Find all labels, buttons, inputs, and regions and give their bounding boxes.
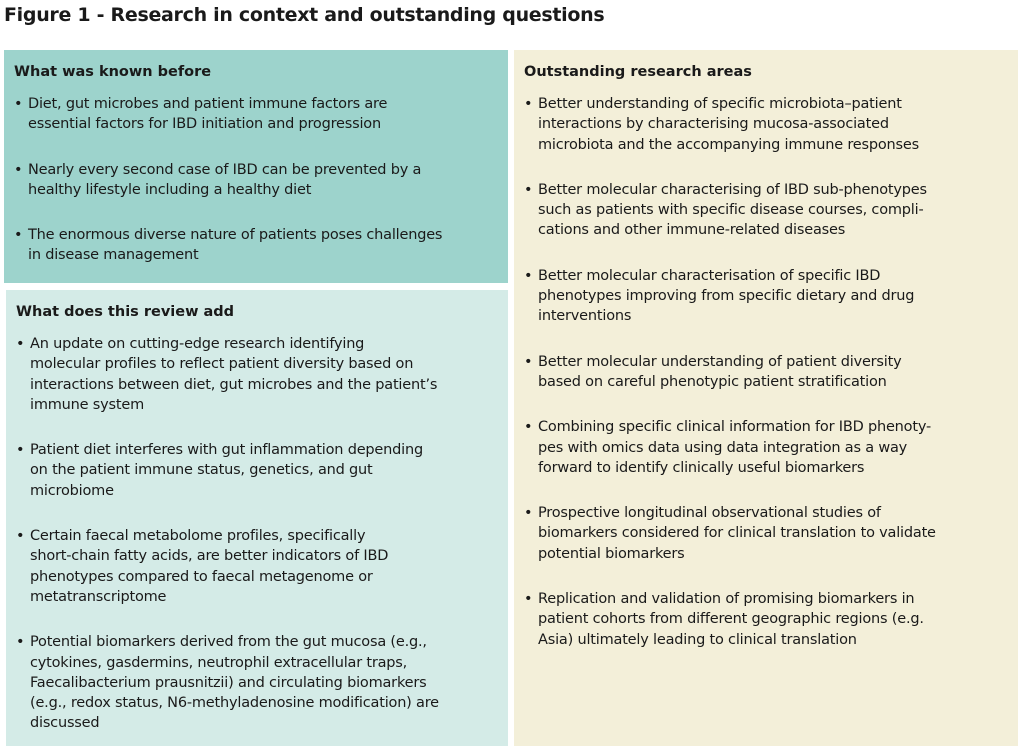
list-item-text: The enormous diverse nature of patients … bbox=[28, 227, 443, 264]
list-item: • Better understanding of specific microb… bbox=[522, 94, 1010, 155]
bullet-icon: • bbox=[14, 227, 23, 244]
list-item-text: Combining specific clinical information … bbox=[538, 419, 931, 476]
list-item: • Better molecular understanding of patie… bbox=[522, 352, 1010, 393]
bullet-icon: • bbox=[16, 336, 25, 352]
list-item: • Patient diet interferes with gut inflam… bbox=[14, 440, 500, 501]
list-item: • Prospective longitudinal observational … bbox=[522, 503, 1010, 564]
list-item: • The enormous diverse nature of patients… bbox=[12, 225, 500, 266]
list-item-text: Nearly every second case of IBD can be p… bbox=[28, 161, 422, 198]
bullet-icon: • bbox=[524, 419, 533, 436]
list-item: • Combining specific clinical information… bbox=[522, 417, 1010, 478]
figure-title: Figure 1 - Research in context and outst… bbox=[4, 4, 605, 26]
list-item-text: Diet, gut microbes and patient immune fa… bbox=[28, 96, 388, 133]
panel-heading: Outstanding research areas bbox=[524, 64, 752, 80]
list-item-text: Better molecular understanding of patien… bbox=[538, 353, 902, 390]
review-adds-panel: What does this review add • An update on … bbox=[6, 290, 508, 746]
bullet-list: • An update on cutting-edge research iden… bbox=[14, 334, 500, 734]
list-item: • Certain faecal metabolome profiles, spe… bbox=[14, 526, 500, 607]
list-item-text: Better understanding of specific microbi… bbox=[538, 96, 919, 153]
known-before-panel: What was known before • Diet, gut microbe… bbox=[4, 50, 508, 283]
list-item-text: Better molecular characterisation of spe… bbox=[538, 267, 915, 325]
bullet-icon: • bbox=[524, 267, 533, 284]
list-item: • Better molecular characterisation of sp… bbox=[522, 266, 1010, 327]
list-item: • Nearly every second case of IBD can be … bbox=[12, 160, 500, 201]
list-item: • Better molecular characterising of IBD … bbox=[522, 180, 1010, 241]
list-item-text: Prospective longitudinal observational s… bbox=[538, 505, 936, 562]
bullet-list: • Better understanding of specific microb… bbox=[522, 94, 1010, 650]
list-item-text: An update on cutting-edge research ident… bbox=[30, 336, 438, 413]
list-item-text: Potential biomarkers derived from the gu… bbox=[30, 634, 439, 732]
list-item: • Replication and validation of promising… bbox=[522, 589, 1010, 650]
list-item: • Potential biomarkers derived from the g… bbox=[14, 632, 500, 733]
outstanding-areas-panel: Outstanding research areas • Better under… bbox=[514, 50, 1018, 746]
bullet-icon: • bbox=[16, 634, 25, 651]
bullet-icon: • bbox=[524, 96, 533, 112]
bullet-list: • Diet, gut microbes and patient immune f… bbox=[12, 94, 500, 266]
panel-heading: What does this review add bbox=[16, 304, 235, 320]
bullet-icon: • bbox=[524, 181, 533, 198]
bullet-icon: • bbox=[16, 528, 25, 545]
bullet-icon: • bbox=[16, 442, 25, 459]
bullet-icon: • bbox=[14, 161, 23, 178]
bullet-icon: • bbox=[14, 96, 23, 112]
bullet-icon: • bbox=[524, 591, 533, 608]
list-item-text: Replication and validation of promising … bbox=[538, 591, 924, 648]
list-item-text: Patient diet interferes with gut inflamm… bbox=[30, 442, 423, 499]
list-item-text: Certain faecal metabolome profiles, spec… bbox=[30, 528, 389, 605]
list-item-text: Better molecular characterising of IBD s… bbox=[538, 181, 927, 239]
list-item: • Diet, gut microbes and patient immune f… bbox=[12, 94, 500, 135]
bullet-icon: • bbox=[524, 505, 533, 522]
bullet-icon: • bbox=[524, 353, 533, 370]
panel-heading: What was known before bbox=[14, 64, 212, 80]
list-item: • An update on cutting-edge research iden… bbox=[14, 334, 500, 415]
